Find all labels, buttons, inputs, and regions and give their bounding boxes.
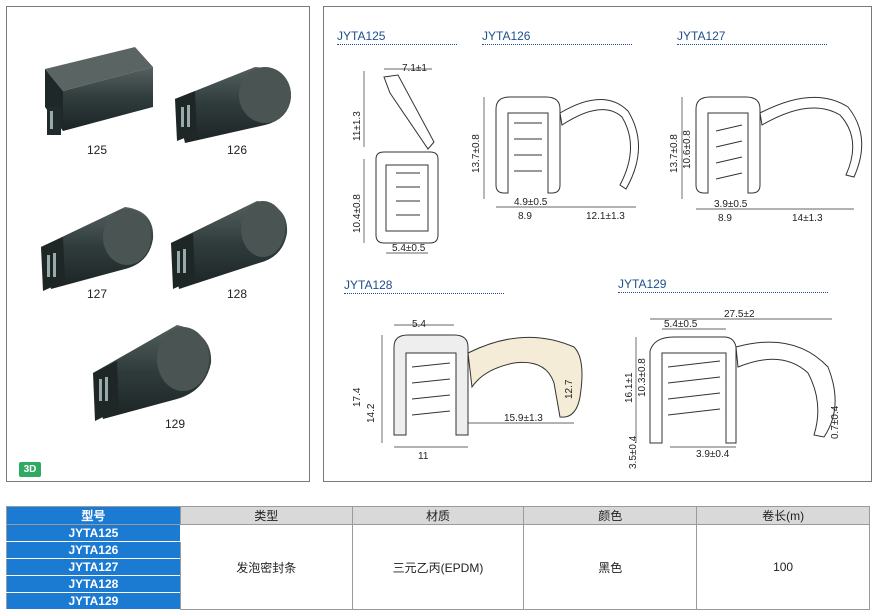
label-128: 128 [227,287,248,301]
d127-width: 8.9 [718,213,732,224]
d127-inner: 3.9±0.5 [714,199,748,210]
type-cell: 发泡密封条 [179,524,353,610]
d128-height: 17.4 [352,387,363,407]
d125-top: 7.1±1 [402,63,427,74]
d127-inner-h: 10.6±0.8 [682,130,693,169]
d127-bulb: 14±1.3 [792,213,823,224]
render-126 [175,67,291,143]
title-jyta125: JYTA125 [337,29,386,43]
d129-bottom: 3.9±0.4 [696,449,730,460]
label-126: 126 [227,143,248,157]
d128-bulb-w: 15.9±1.3 [504,413,543,424]
d125-bottom: 5.4±0.5 [392,243,426,254]
title-jyta129: JYTA129 [618,277,667,291]
d128-top: 5.4 [412,319,426,330]
3d-badge: 3D [19,462,41,477]
model-cell: JYTA125 [6,524,181,542]
renders-panel: 125 126 127 128 129 3D [6,6,310,482]
table-row: JYTA126 [6,541,870,559]
render-127 [41,207,154,291]
d128-bottom: 11 [418,451,429,462]
drawing-jyta126 [483,96,639,208]
model-cell: JYTA126 [6,541,181,559]
model-cell: JYTA127 [6,558,181,576]
roll-length-cell: 100 [696,524,870,610]
drawing-jyta128 [381,324,583,448]
d128-bulb-h: 12.7 [564,379,575,399]
table-header-row: 型号 类型 材质 颜色 卷长(m) [6,506,870,525]
table-row: JYTA128 [6,575,870,593]
table-row: JYTA127 [6,558,870,576]
label-127: 127 [87,287,108,301]
drawing-jyta125 [363,68,439,254]
title-jyta126: JYTA126 [482,29,531,43]
d125-lower: 10.4±0.8 [352,194,363,233]
d126-height: 13.7±0.8 [471,134,482,173]
d129-inner-h: 10.3±0.8 [637,358,648,397]
d129-top: 5.4±0.5 [664,319,698,330]
d129-height: 16.1±1 [624,372,635,403]
render-125 [45,47,153,135]
spec-table: 型号 类型 材质 颜色 卷长(m) JYTA125 发泡密封条 三元乙丙(EPD… [6,506,870,610]
d125-height: 11±1.3 [352,111,363,141]
d126-bulb: 12.1±1.3 [586,211,625,222]
drawing-jyta129 [635,318,836,448]
color-cell: 黑色 [523,524,698,610]
render-128 [171,201,288,289]
header-type: 类型 [179,506,353,525]
d129-base: 3.5±0.4 [628,435,639,469]
title-jyta128: JYTA128 [344,278,393,292]
header-model: 型号 [6,506,181,525]
label-129: 129 [165,417,186,431]
d128-inner-h: 14.2 [366,403,377,423]
d129-total: 27.5±2 [724,309,755,320]
label-125: 125 [87,143,108,157]
d129-lip: 0.7±0.4 [830,405,841,439]
d126-width: 8.9 [518,211,532,222]
model-cell: JYTA128 [6,575,181,593]
title-jyta127: JYTA127 [677,29,726,43]
model-cell: JYTA129 [6,592,181,610]
d126-inner: 4.9±0.5 [514,197,548,208]
table-row: JYTA129 [6,592,870,610]
render-129 [93,325,212,421]
table-row: JYTA125 发泡密封条 三元乙丙(EPDM) 黑色 100 [6,524,870,610]
header-material: 材质 [351,506,525,525]
drawings-panel: JYTA125 JYTA126 JYTA127 JYTA128 JYTA129 … [323,6,872,482]
header-roll-length: 卷长(m) [696,506,870,525]
d127-height: 13.7±0.8 [669,134,680,173]
renders-svg [41,47,291,421]
drawings-svg: 7.1±1 11±1.3 10.4±0.8 5.4±0.5 13.7±0.8 4… [352,63,863,469]
drawing-jyta127 [681,96,863,210]
material-cell: 三元乙丙(EPDM) [351,524,525,610]
header-color: 颜色 [523,506,698,525]
